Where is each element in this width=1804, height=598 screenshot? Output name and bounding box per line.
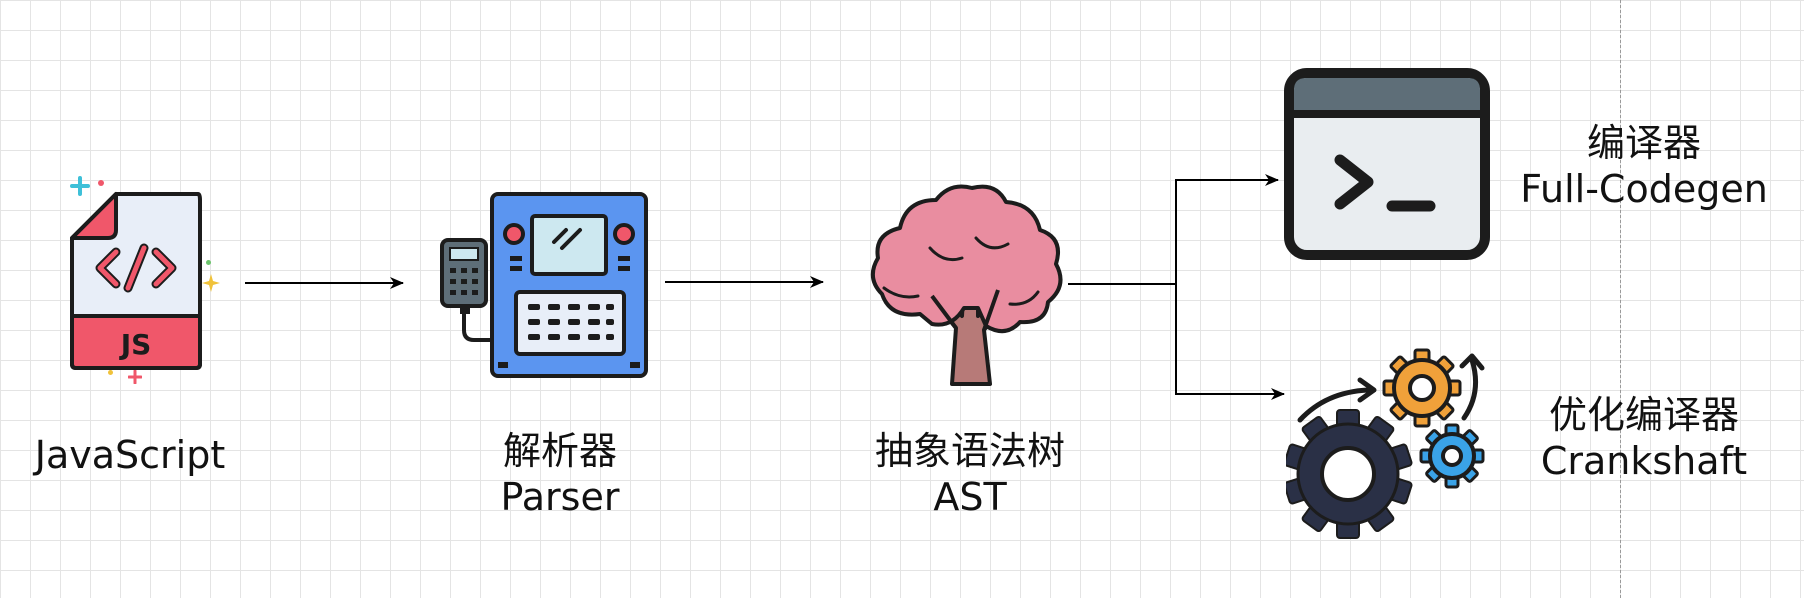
compiler-label-cn: 编译器 — [1586, 121, 1701, 165]
js-file-icon: JS — [70, 192, 202, 370]
gears-icon — [1283, 348, 1485, 539]
parser-node — [440, 190, 650, 380]
dashed-guide-line — [1620, 0, 1621, 598]
ast-label: 抽象语法树 AST — [860, 428, 1080, 520]
optimizer-label-cn: 优化编译器 — [1548, 393, 1739, 437]
js-label-text: JavaScript — [34, 433, 226, 477]
sparkle-icon — [128, 370, 142, 384]
ast-label-en: AST — [933, 475, 1007, 519]
compiler-label: 编译器 Full-Codegen — [1514, 120, 1774, 212]
dot-decoration — [108, 370, 113, 375]
compiler-label-en: Full-Codegen — [1520, 167, 1768, 211]
optimizer-node — [1283, 346, 1492, 542]
dot-decoration — [206, 260, 211, 265]
ast-node — [860, 178, 1070, 388]
terminal-icon — [1284, 68, 1490, 260]
js-badge: JS — [119, 328, 152, 361]
ast-label-cn: 抽象语法树 — [874, 429, 1065, 473]
arrow-ast-to-compiler — [1068, 174, 1279, 285]
parser-label: 解析器 Parser — [460, 428, 660, 520]
sparkle-icon — [202, 274, 220, 292]
js-label: JavaScript — [30, 432, 230, 478]
parser-label-en: Parser — [500, 475, 620, 519]
compiler-node — [1284, 68, 1490, 260]
sparkle-icon — [70, 176, 90, 196]
arrow-ast-to-optimizer — [1175, 284, 1285, 400]
optimizer-label: 优化编译器 Crankshaft — [1514, 392, 1774, 484]
optimizer-label-en: Crankshaft — [1540, 439, 1748, 483]
dot-decoration — [98, 180, 104, 186]
tree-icon — [870, 184, 1063, 386]
parser-machine-icon — [440, 192, 648, 378]
js-node: JS — [66, 180, 216, 380]
parser-label-cn: 解析器 — [502, 429, 617, 473]
